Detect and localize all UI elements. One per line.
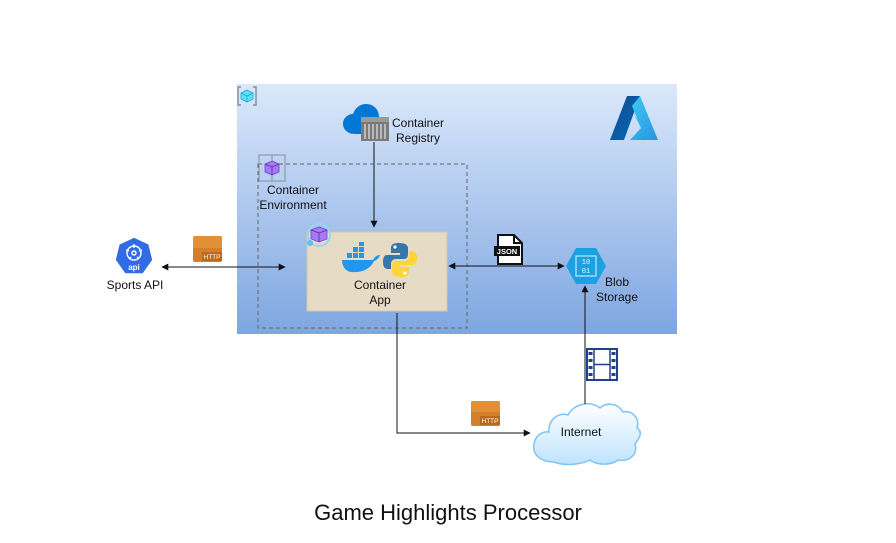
container-app-label: Container App — [353, 278, 407, 307]
container-environment-boundary — [257, 163, 468, 329]
internet-label: Internet — [560, 425, 602, 439]
azure-logo-icon — [610, 96, 658, 140]
container-app-icon — [307, 223, 331, 247]
blob-icon-text-line1: 10 — [582, 259, 590, 267]
blob-icon-text-line2: 01 — [582, 268, 590, 276]
film-icon — [586, 348, 618, 381]
resource-group-icon — [237, 86, 257, 106]
sports-api-icon: api — [114, 236, 154, 275]
docker-icon — [342, 242, 380, 273]
json-file-icon: JSON — [494, 234, 523, 265]
http-badge-left: HTTP — [193, 236, 222, 262]
json-file-icon-text: JSON — [497, 247, 517, 256]
container-environment-icon — [258, 154, 286, 182]
container-registry-label: Container Registry — [391, 116, 445, 145]
edge-app-to-internet — [396, 313, 531, 437]
blob-storage-label: Blob Storage — [595, 275, 639, 304]
http-badge-bottom-text: HTTP — [482, 418, 499, 425]
container-environment-label: Container Environment — [259, 183, 327, 212]
container-registry-icon — [343, 104, 389, 141]
python-icon — [383, 243, 417, 277]
sports-api-label: Sports API — [106, 278, 164, 292]
internet-cloud-icon — [532, 403, 641, 466]
container-app-box — [306, 231, 448, 312]
diagram-title: Game Highlights Processor — [314, 500, 582, 525]
blob-storage-icon: 10 01 — [566, 248, 606, 284]
sports-api-icon-text: api — [128, 263, 140, 272]
http-badge-bottom: HTTP — [471, 401, 500, 426]
http-badge-left-text: HTTP — [204, 254, 221, 261]
